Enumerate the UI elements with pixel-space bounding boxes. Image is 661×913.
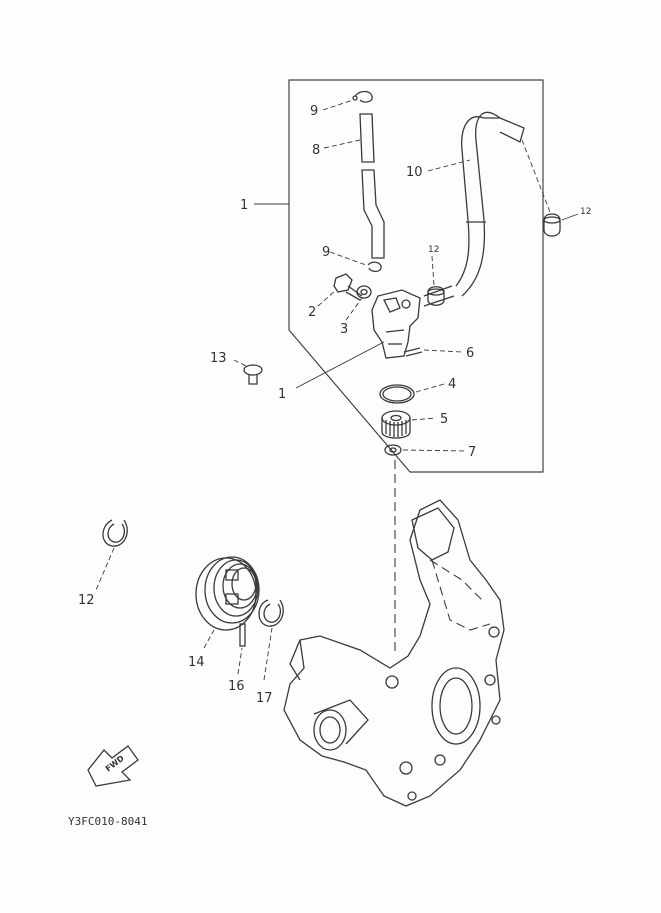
leader-12-right-hose bbox=[521, 139, 551, 213]
leader-6 bbox=[423, 349, 463, 353]
leader-1-lower bbox=[295, 341, 385, 389]
callout-1-lower: 1 bbox=[278, 387, 286, 402]
leader-9-top bbox=[322, 99, 354, 111]
callout-13: 13 bbox=[210, 351, 227, 366]
callout-7: 7 bbox=[468, 445, 476, 460]
gear-14 bbox=[195, 556, 260, 631]
leader-2 bbox=[317, 289, 337, 307]
callout-4: 4 bbox=[448, 377, 456, 392]
leader-5 bbox=[411, 417, 437, 421]
callout-12-left: 12 bbox=[78, 593, 95, 608]
callout-2: 2 bbox=[308, 305, 316, 320]
callout-6: 6 bbox=[466, 346, 474, 361]
leader-12-right bbox=[561, 213, 579, 221]
washer-3 bbox=[356, 285, 372, 299]
callout-14: 14 bbox=[188, 655, 205, 670]
leader-10 bbox=[427, 159, 471, 172]
clip-9-mid bbox=[367, 261, 382, 273]
crankcase-cover bbox=[283, 499, 505, 807]
bolt-2 bbox=[333, 273, 363, 301]
hose-10 bbox=[455, 111, 525, 297]
assembly-group-box bbox=[288, 79, 544, 473]
leader-4 bbox=[415, 383, 445, 393]
screw-13 bbox=[243, 364, 263, 385]
drawing-code: Y3FC010-8041 bbox=[68, 815, 147, 828]
pin-16 bbox=[239, 623, 246, 647]
callout-10: 10 bbox=[406, 165, 423, 180]
callout-9-top: 9 bbox=[310, 104, 318, 119]
leader-16 bbox=[237, 647, 243, 675]
circlip-12-left bbox=[102, 519, 128, 547]
callout-9-mid: 9 bbox=[322, 245, 330, 260]
callout-16: 16 bbox=[228, 679, 245, 694]
o-ring-4 bbox=[379, 384, 415, 404]
leader-9-mid bbox=[329, 251, 367, 266]
leader-17 bbox=[263, 627, 273, 681]
washer-7 bbox=[384, 444, 402, 456]
leader-12-left bbox=[95, 547, 115, 591]
oil-pump-housing bbox=[371, 285, 455, 359]
callout-3: 3 bbox=[340, 322, 348, 337]
leader-14 bbox=[203, 629, 215, 649]
callout-8: 8 bbox=[312, 143, 320, 158]
leader-12-mid bbox=[431, 255, 435, 287]
breather-hose-8 bbox=[359, 113, 385, 259]
callout-1-box: 1 bbox=[240, 198, 248, 213]
circlip-17 bbox=[258, 599, 284, 627]
leader-13 bbox=[233, 359, 247, 367]
leader-3 bbox=[345, 297, 363, 321]
callout-12-right: 12 bbox=[580, 207, 591, 217]
fwd-arrow-icon: FWD bbox=[87, 745, 139, 787]
pin-6 bbox=[403, 347, 423, 357]
rotor-5 bbox=[381, 410, 411, 439]
callout-12-mid: 12 bbox=[428, 245, 439, 255]
clamp-12-right bbox=[543, 213, 561, 237]
callout-5: 5 bbox=[440, 412, 448, 427]
clip-9-top bbox=[352, 90, 373, 103]
leader-8 bbox=[323, 139, 361, 149]
leader-7 bbox=[402, 449, 467, 452]
callout-17: 17 bbox=[256, 691, 273, 706]
